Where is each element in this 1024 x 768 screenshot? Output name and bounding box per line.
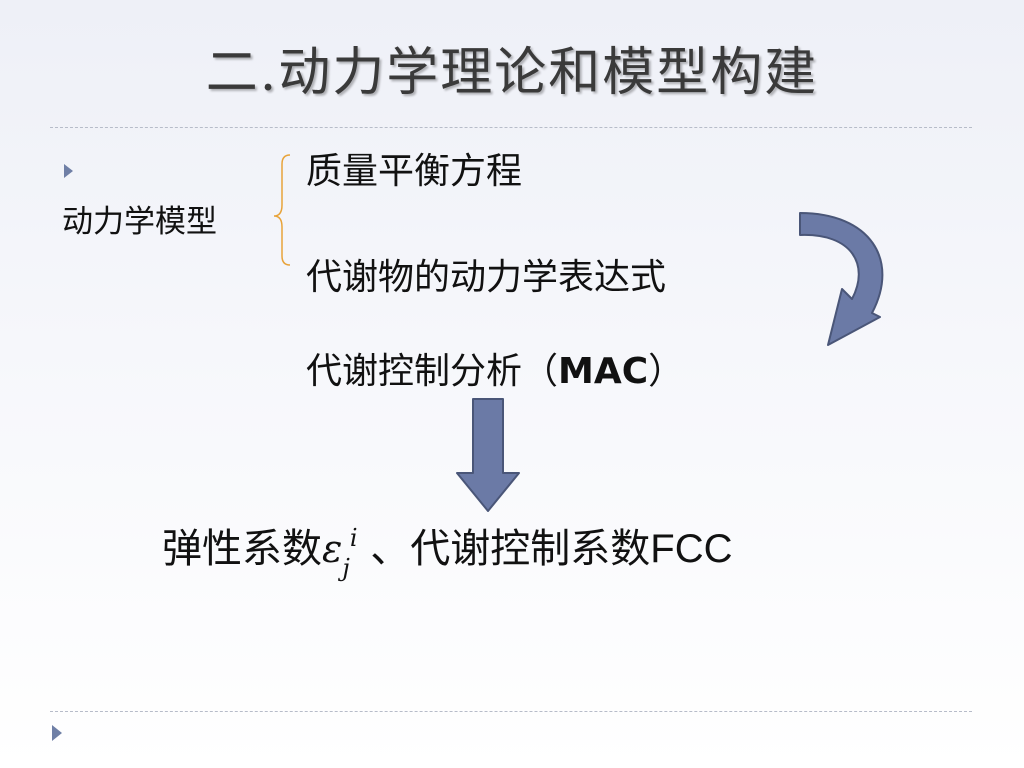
fcc-label: FCC: [650, 527, 733, 571]
epsilon-symbol: ε: [322, 527, 343, 571]
bottom-divider: [50, 711, 972, 712]
kinetic-expression: 代谢物的动力学表达式: [306, 257, 667, 298]
slide-title: 二.动力学理论和模型构建: [205, 43, 819, 103]
mac-analysis: 代谢控制分析（MAC）: [306, 342, 684, 394]
kinetic-model-label: 动力学模型: [62, 204, 217, 240]
epsilon-superscript: i: [349, 524, 358, 552]
mac-suffix: ）: [648, 351, 685, 392]
mac-prefix: 代谢控制分析（: [306, 351, 559, 392]
elasticity-label: 弹性系数: [162, 526, 322, 572]
epsilon-subscript: j: [342, 554, 350, 582]
curved-arrow-icon: [799, 212, 884, 346]
mass-balance-equation: 质量平衡方程: [306, 151, 523, 192]
curly-brace-icon: [273, 154, 291, 266]
footer-triangle-icon: [52, 725, 62, 741]
down-arrow-icon: [456, 398, 520, 512]
mac-abbreviation: MAC: [558, 351, 649, 392]
coefficients-line: 弹性系数εji 、代谢控制系数FCC: [162, 516, 733, 582]
bullet-icon: [64, 164, 73, 178]
control-coefficient-label: 、代谢控制系数: [357, 526, 651, 572]
top-divider: [50, 127, 972, 128]
